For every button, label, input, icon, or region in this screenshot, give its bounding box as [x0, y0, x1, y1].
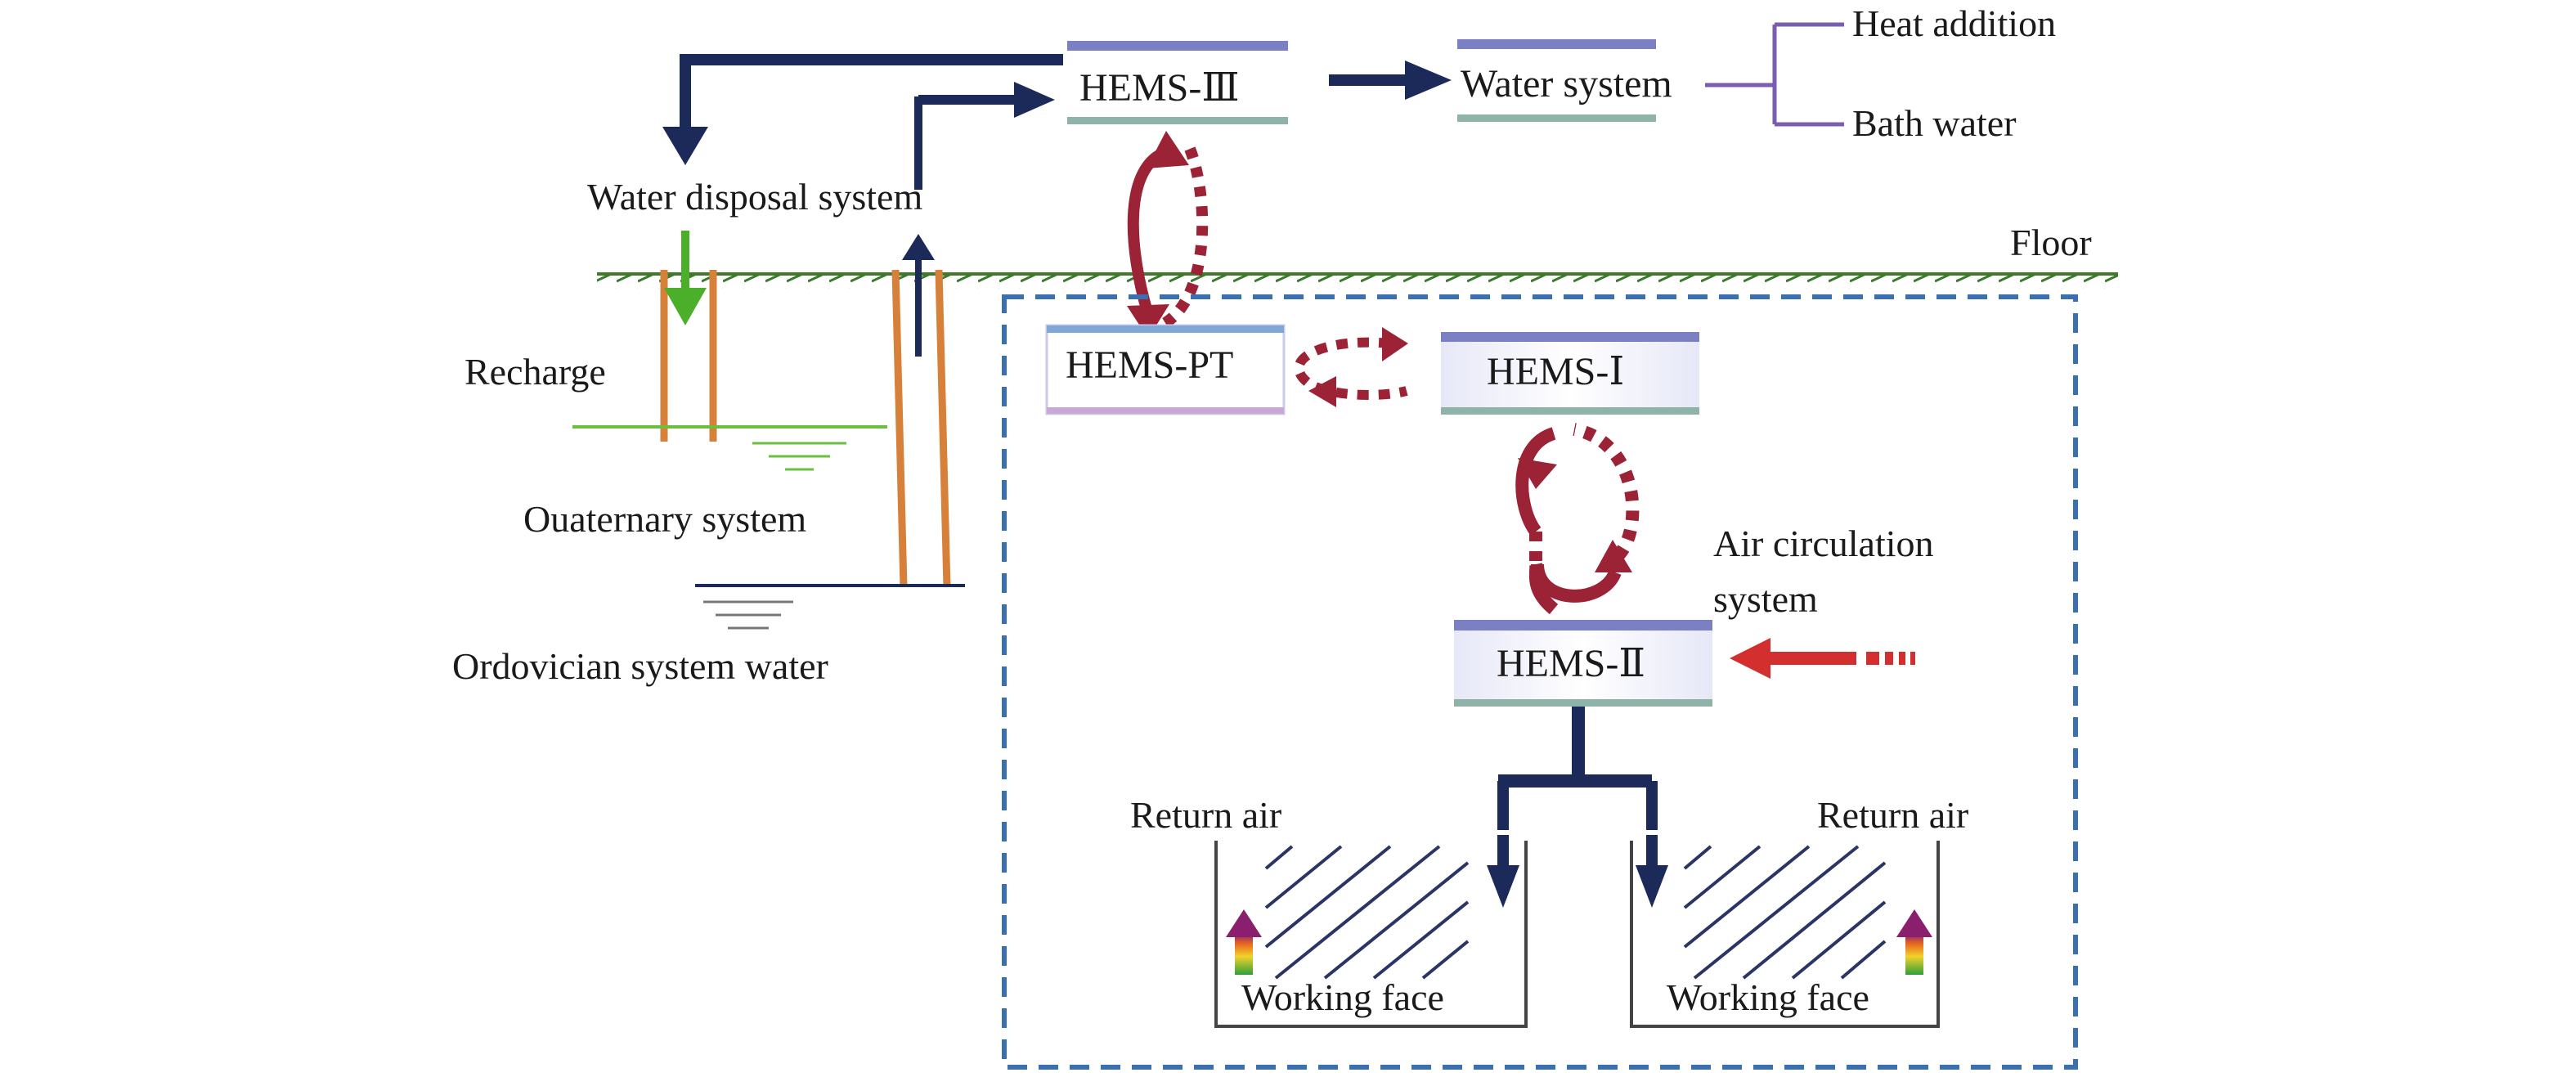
extraction-up-arrow: [902, 234, 935, 357]
water-system-label: Water system: [1461, 62, 1672, 105]
floor-label: Floor: [2010, 222, 2092, 263]
cycle-arrowhead: [1308, 376, 1336, 407]
air-circulation-label: Air circulation system: [1713, 523, 1943, 620]
return-air-right-arrow: [1896, 909, 1932, 975]
heat-addition-label: Heat addition: [1852, 2, 2056, 44]
hems-3-label: HEMS-Ⅲ: [1079, 66, 1240, 110]
return-air-left-label: Return air: [1130, 794, 1281, 836]
working-face-right: [1630, 841, 1940, 1028]
hems3-to-water-arrow: [1329, 61, 1452, 100]
hems-2-box: [1454, 620, 1712, 707]
working-face-left: [1214, 841, 1528, 1028]
ordovician-water-table: [695, 584, 965, 630]
floor-ground-line: [597, 272, 2118, 289]
recharge-well-pipes: [660, 270, 717, 442]
water-uses-bracket: [1705, 22, 1844, 127]
quaternary-water-table: [572, 425, 887, 471]
water-disposal-label: Water disposal system: [587, 176, 922, 218]
quaternary-label: Ouaternary system: [523, 498, 806, 540]
hems-1-label: HEMS-Ⅰ: [1487, 350, 1624, 393]
recharge-label: Recharge: [464, 351, 606, 393]
cycle-arrowhead: [1147, 131, 1189, 168]
ordovician-label: Ordovician system water: [452, 645, 828, 687]
air-distribution-arrows: [1497, 707, 1658, 868]
disposal-to-hems3-arrow: [914, 82, 1055, 190]
hems-3-box: [1067, 41, 1288, 124]
hems-pt-label: HEMS-PT: [1066, 343, 1233, 387]
working-face-right-label: Working face: [1667, 976, 1869, 1018]
water-system-box: [1457, 39, 1656, 122]
cycle-bottom-arc: [1531, 563, 1622, 603]
extraction-well-pipes: [891, 269, 951, 588]
air-inflow-arrow: [1730, 638, 1915, 679]
disposal-return-arrow: [662, 54, 1063, 165]
right-face-supply-arrowhead: [1636, 865, 1668, 908]
hems-1-box: [1441, 332, 1699, 415]
working-face-left-label: Working face: [1241, 976, 1444, 1018]
hems-2-label: HEMS-Ⅱ: [1497, 642, 1645, 685]
mine-boundary: [1002, 294, 2078, 1070]
return-air-right-label: Return air: [1817, 794, 1968, 836]
cycle-arrowhead: [1518, 458, 1557, 489]
left-face-supply-arrowhead: [1487, 865, 1519, 908]
cycle-arrowhead: [1382, 327, 1408, 361]
cycle-arrowhead: [1127, 304, 1169, 339]
bath-water-label: Bath water: [1852, 102, 2017, 144]
hemspt-hems1-cycle-arrow: [1294, 337, 1408, 400]
return-air-left-arrow: [1226, 909, 1262, 975]
recharge-down-arrow: [664, 231, 707, 325]
hems-pt-box: [1045, 324, 1286, 415]
cycle-arrowhead: [1595, 540, 1632, 572]
